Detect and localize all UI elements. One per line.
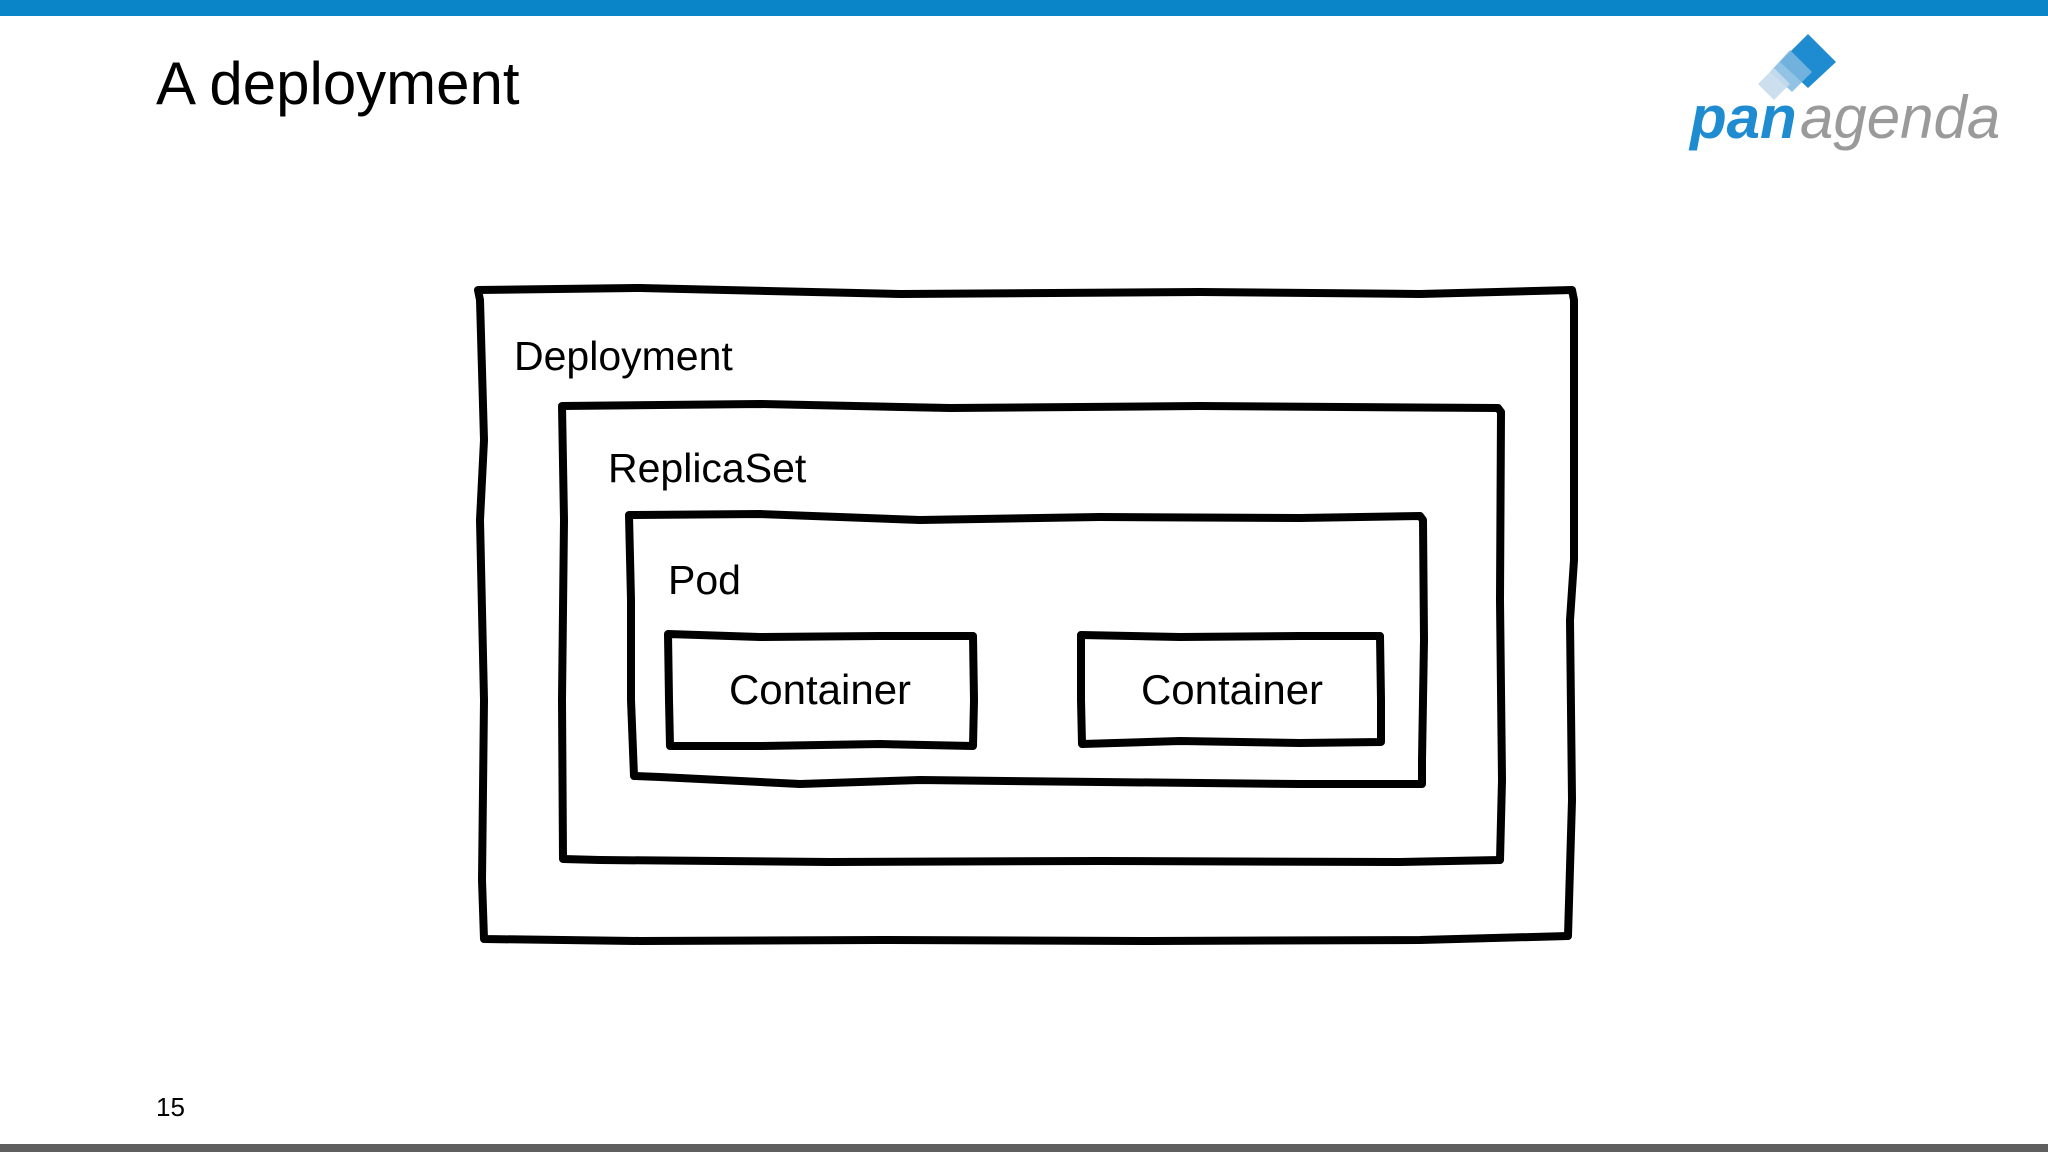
- container-box-1: [664, 630, 978, 750]
- container-label-1: Container: [729, 666, 911, 713]
- page-number: 15: [156, 1092, 185, 1122]
- pod-label: Pod: [668, 557, 741, 603]
- container-box-2: [1077, 631, 1385, 748]
- logo-diamond-icon: [1758, 34, 1836, 100]
- bottom-bar: [0, 1144, 2048, 1152]
- pod-box: [625, 510, 1428, 788]
- top-accent-bar: [0, 0, 2048, 16]
- container-label-2: Container: [1141, 666, 1323, 713]
- replicaset-box: [558, 400, 1506, 866]
- deployment-label: Deployment: [514, 333, 733, 379]
- replicaset-label: ReplicaSet: [608, 445, 807, 491]
- logo-text-secondary: agenda: [1800, 84, 2000, 151]
- logo-text-primary: pan: [1688, 84, 1797, 151]
- slide-title: A deployment: [156, 50, 520, 117]
- deployment-box: [474, 284, 1578, 945]
- panagenda-logo: pan agenda: [1680, 26, 2040, 156]
